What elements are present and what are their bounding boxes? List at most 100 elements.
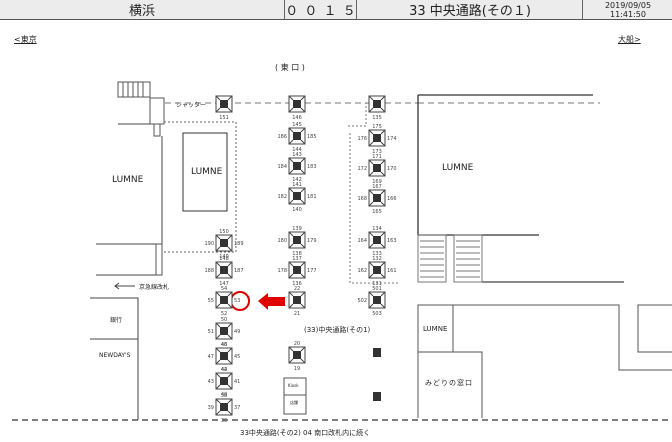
- gate-number: 501: [372, 286, 382, 292]
- gate-number: 183: [307, 164, 317, 170]
- gate-number: 37: [234, 405, 240, 411]
- gate-number: 22: [294, 286, 300, 292]
- gate-number: 170: [387, 166, 397, 172]
- gate-number: 21: [294, 311, 300, 317]
- gate-number: 53: [234, 298, 240, 304]
- gate-number: 165: [372, 209, 382, 215]
- direction-tokyo: <東京: [14, 35, 37, 44]
- ticket-gate: 501 503 502: [357, 286, 386, 317]
- gate-number: 180: [277, 238, 287, 244]
- gate-number: 49: [234, 329, 240, 335]
- timestamp: 2019/09/05 11:41:50: [582, 0, 672, 19]
- shop-label: 店舗: [290, 400, 298, 405]
- date: 2019/09/05: [604, 0, 652, 10]
- gate-number: 40: [221, 392, 227, 398]
- kiosk-box: [149, 97, 165, 125]
- gate-number: 176: [357, 136, 367, 142]
- gate-number: 503: [372, 311, 382, 317]
- gate-number: 140: [292, 207, 302, 213]
- footer-label: 33中央通路(その2) 04 南口改札内に続く: [240, 429, 371, 437]
- gate-number: 133: [372, 251, 382, 257]
- gate-number: 166: [387, 196, 397, 202]
- gate-number: 148: [219, 256, 229, 262]
- station-code: ０ ０ １ ５: [284, 0, 357, 19]
- gate-number: 50: [221, 317, 227, 323]
- gate-number: 178: [277, 268, 287, 274]
- gate-number: 173: [372, 149, 382, 155]
- kiosk-label: Kiosk: [288, 383, 299, 388]
- gate-number: 167: [372, 184, 382, 190]
- passage-label: (33)中央通路(その1): [304, 326, 371, 334]
- gate-number: 20: [294, 341, 300, 347]
- ticket-gate: 22 21: [288, 286, 306, 317]
- lumne-center-label: LUMNE: [191, 167, 223, 177]
- gate-number: 168: [357, 196, 367, 202]
- ticket-gate: 134 133 164 163: [357, 226, 396, 257]
- gate-number: 190: [204, 241, 214, 247]
- gate-number: 179: [307, 238, 317, 244]
- gate-number: 161: [387, 268, 397, 274]
- gate-number: 181: [307, 194, 317, 200]
- ticket-gate: 135: [368, 95, 386, 121]
- arrow-right-icon: >: [634, 35, 641, 44]
- gate-number: 139: [292, 226, 302, 232]
- stairs-top-left-icon: [117, 81, 151, 98]
- gate-number: 134: [372, 226, 382, 232]
- time: 11:41:50: [610, 9, 646, 19]
- gate-marker: [373, 348, 381, 357]
- gate-number: 43: [208, 379, 214, 385]
- gate-number: 19: [294, 366, 300, 372]
- gate-number: 149: [219, 254, 229, 260]
- gate-number: 186: [277, 134, 287, 140]
- gate-number: 54: [221, 286, 227, 292]
- gate-number: 502: [357, 298, 367, 304]
- header-bar: 横浜 ０ ０ １ ５ 33 中央通路(その１) 2019/09/05 11:41…: [0, 0, 672, 20]
- gate-marker: [373, 392, 381, 401]
- gate-number: 41: [234, 379, 240, 385]
- gate-number: 38: [221, 393, 227, 399]
- midori-label: みどりの窓口: [425, 379, 473, 387]
- gate-number: 52: [221, 311, 227, 317]
- gate-number: 145: [292, 122, 302, 128]
- gate-number: 169: [372, 179, 382, 185]
- gate-number: 36: [221, 418, 227, 424]
- gate-number: 44: [221, 367, 227, 373]
- gate-number: 151: [219, 115, 229, 121]
- arrow-left-icon: <: [14, 35, 21, 44]
- ticket-gate: 151: [215, 95, 233, 121]
- gate-number: 51: [208, 329, 214, 335]
- ticket-gate: 38 36 39 37: [208, 393, 241, 424]
- gate-number: 143: [292, 152, 302, 158]
- gate-number: 136: [292, 281, 302, 287]
- stairs-right-icon: [417, 234, 483, 283]
- lumne-small-label: LUMNE: [423, 325, 448, 333]
- keikyu-gate-label: 京急線改札: [139, 284, 170, 291]
- gate-number: 162: [357, 268, 367, 274]
- gate-number: 46: [221, 342, 227, 348]
- gate-number: 189: [234, 241, 244, 247]
- gate-number: 177: [307, 268, 317, 274]
- newdays-label: NEWDAY'S: [99, 352, 131, 359]
- shutter-label: シャッター: [176, 102, 207, 109]
- gate-number: 47: [208, 354, 214, 360]
- gate-number: 174: [387, 136, 397, 142]
- gate-number: 163: [387, 238, 397, 244]
- gate-number: 39: [208, 405, 214, 411]
- gate-number: 182: [277, 194, 287, 200]
- gate-number: 147: [219, 281, 229, 287]
- gate-number: 164: [357, 238, 367, 244]
- lumne-right-label: LUMNE: [442, 163, 474, 173]
- gate-number: 146: [292, 115, 302, 121]
